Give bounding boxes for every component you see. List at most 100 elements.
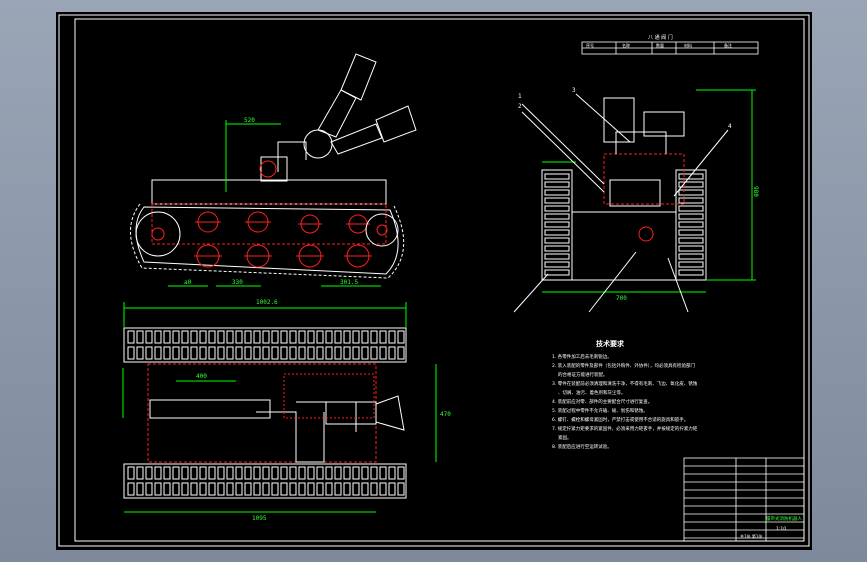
tread-link xyxy=(280,482,288,496)
tread-link xyxy=(190,330,198,344)
tread-link xyxy=(361,482,369,496)
tread-link xyxy=(262,346,270,360)
tread-link xyxy=(289,466,297,480)
tread-link xyxy=(316,330,324,344)
tread-link xyxy=(388,482,396,496)
parts-table-top xyxy=(581,41,759,55)
end-link xyxy=(678,189,704,196)
track-right-top xyxy=(123,463,407,499)
tread-link xyxy=(145,330,153,344)
end-link xyxy=(544,237,570,244)
tread-link xyxy=(397,330,405,344)
tread-link xyxy=(289,482,297,496)
end-track-links xyxy=(544,173,704,276)
end-link xyxy=(544,269,570,276)
tread-link xyxy=(325,346,333,360)
sheet-outer-border xyxy=(58,14,810,547)
tread-link xyxy=(307,466,315,480)
tread-link xyxy=(271,330,279,344)
note-line-5-0: 6. 螺钉、螺栓和螺母紧固时，严禁打击或使用不合适的旋具和扳手。 xyxy=(552,416,688,423)
end-link xyxy=(678,197,704,204)
tread-link xyxy=(334,346,342,360)
tread-link xyxy=(343,466,351,480)
tread-link xyxy=(325,482,333,496)
nozzle-tip-upper xyxy=(340,53,377,101)
track-left-top xyxy=(123,327,407,363)
cad-viewport[interactable]: 520 a0 330 301.5 1002.6 400 1095 470 xyxy=(56,12,812,550)
tread-link xyxy=(190,482,198,496)
track-links xyxy=(130,203,405,279)
end-link xyxy=(544,261,570,268)
title-block-sheet: 共1张 第1张 xyxy=(740,533,762,539)
tread-link xyxy=(280,330,288,344)
nozzle-end xyxy=(603,97,635,143)
tread-link xyxy=(217,330,225,344)
tread-link xyxy=(163,346,171,360)
dim-side-left: a0 xyxy=(184,279,192,286)
tread-link xyxy=(388,466,396,480)
tread-link xyxy=(298,466,306,480)
dim-top-right: 470 xyxy=(440,411,451,418)
callout-2: 2 xyxy=(518,103,522,110)
idler-hub xyxy=(376,224,388,236)
tread-link xyxy=(190,346,198,360)
end-link xyxy=(544,245,570,252)
title-block xyxy=(683,457,805,542)
tread-link xyxy=(280,346,288,360)
tread-link xyxy=(181,330,189,344)
end-link xyxy=(678,181,704,188)
drive-sprocket xyxy=(135,211,181,257)
dim-end-height: 980 xyxy=(752,186,759,197)
title-block-name: 履带式消防机器人 xyxy=(766,515,802,522)
tread-link xyxy=(136,466,144,480)
dim-top-nozzle: 400 xyxy=(196,373,207,380)
riser-end xyxy=(615,131,667,154)
tread-link xyxy=(370,482,378,496)
side-view xyxy=(130,53,417,287)
chassis-frame-top xyxy=(147,363,377,463)
parts-col-4: 材料 xyxy=(684,42,692,48)
leader-lines xyxy=(513,93,729,313)
note-line-6-0: 7. 规定拧紧力矩要求的紧固件，必须采用力矩扳手，并按规定的拧紧力矩 xyxy=(552,425,698,432)
outlet-port-end xyxy=(638,226,654,242)
tread-link xyxy=(262,466,270,480)
tread-link xyxy=(379,466,387,480)
tread-link xyxy=(199,346,207,360)
parts-col-5: 备注 xyxy=(724,42,732,48)
tread-link xyxy=(217,346,225,360)
note-line-0-0: 1. 各零件加工后去毛刺锐边。 xyxy=(552,353,612,360)
tread-link xyxy=(253,330,261,344)
tread-link xyxy=(343,482,351,496)
dim-top-length: 1002.6 xyxy=(256,299,278,306)
end-dimensions xyxy=(542,89,756,293)
tread-link xyxy=(352,330,360,344)
note-line-3-0: 4. 装配前应对零、部件的主要配合尺寸进行复查。 xyxy=(552,398,652,405)
dim-top-bottom: 1095 xyxy=(252,515,267,522)
tread-link xyxy=(208,330,216,344)
nozzle-top xyxy=(375,395,405,431)
tread-link xyxy=(352,466,360,480)
tread-link xyxy=(244,330,252,344)
note-line-1-0: 2. 装入装配的零件及部件（包括外购件、外协件），均必须具有检验部门 xyxy=(552,362,695,369)
tread-link xyxy=(163,482,171,496)
tread-link xyxy=(172,482,180,496)
track-tread-pattern xyxy=(127,330,405,496)
tread-link xyxy=(172,330,180,344)
turret-pivot xyxy=(259,160,277,178)
tread-link xyxy=(226,330,234,344)
manifold-end xyxy=(609,179,661,207)
end-link xyxy=(678,173,704,180)
tread-link xyxy=(334,330,342,344)
tread-link xyxy=(343,346,351,360)
note-line-7-0: 8. 装配后应进行空运转试验。 xyxy=(552,443,612,450)
tread-link xyxy=(361,466,369,480)
tread-link xyxy=(235,330,243,344)
tread-link xyxy=(136,346,144,360)
dim-end-width: 700 xyxy=(616,295,627,302)
tread-link xyxy=(298,482,306,496)
tread-link xyxy=(127,346,135,360)
tread-link xyxy=(379,482,387,496)
tread-link xyxy=(226,482,234,496)
top-dimensions xyxy=(122,302,437,513)
tread-link xyxy=(208,466,216,480)
